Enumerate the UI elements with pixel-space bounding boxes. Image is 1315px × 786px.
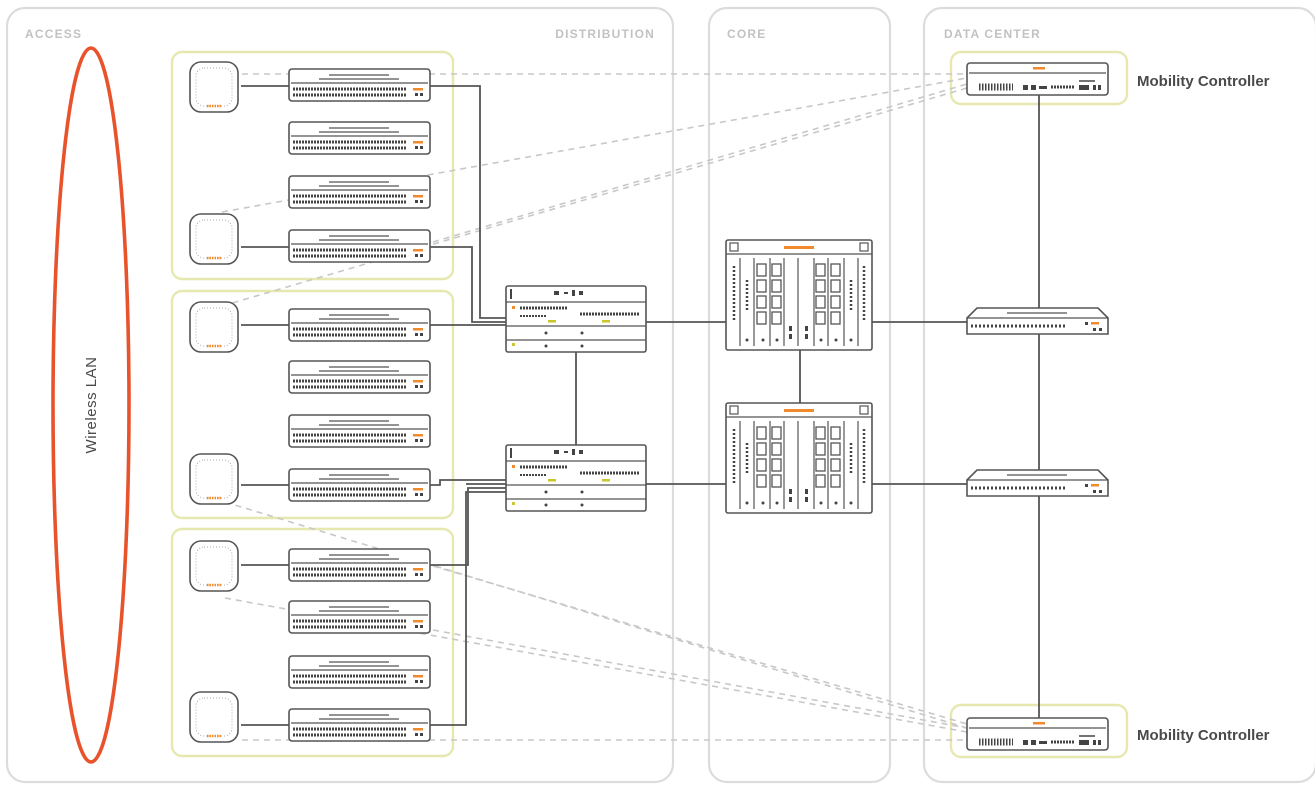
access-point-1	[188, 60, 240, 114]
mobility-controller-bottom	[967, 718, 1108, 750]
access-switch-7	[287, 413, 432, 449]
core-zone	[707, 6, 892, 784]
access-switch-9	[287, 547, 432, 583]
wired-links	[241, 85, 1040, 726]
wireless-lan-ellipse	[51, 46, 131, 764]
wireless-lan-label: Wireless LAN	[83, 357, 100, 454]
access-switch-2	[287, 120, 432, 156]
access-switch-1	[287, 67, 432, 103]
access-switch-10	[287, 599, 432, 635]
core-switch-2	[724, 401, 874, 515]
distribution-switch-1	[504, 284, 648, 354]
distribution-switch-2	[504, 443, 648, 513]
access-group-1	[170, 50, 455, 281]
zone-label-data-center: DATA CENTER	[944, 27, 1041, 41]
access-point-2	[188, 212, 240, 266]
access-point-5	[188, 539, 240, 593]
core-switch-1	[724, 238, 874, 352]
access-switch-6	[287, 359, 432, 395]
mobility-controller-label-bottom: Mobility Controller	[1137, 727, 1270, 744]
access-switch-5	[287, 307, 432, 343]
zone-label-distribution: DISTRIBUTION	[555, 27, 655, 41]
access-point-6	[188, 690, 240, 744]
zone-label-core: CORE	[727, 27, 766, 41]
zone-label-access: ACCESS	[25, 27, 82, 41]
access-switch-3	[287, 174, 432, 210]
access-switch-11	[287, 654, 432, 690]
data-center-switch-2	[965, 468, 1110, 498]
access-point-3	[188, 300, 240, 354]
access-switch-4	[287, 228, 432, 264]
mobility-controller-label-top: Mobility Controller	[1137, 73, 1270, 90]
mobility-controller-top	[967, 63, 1108, 95]
access-point-4	[188, 452, 240, 506]
data-center-zone	[922, 6, 1315, 784]
access-switch-12	[287, 707, 432, 743]
access-switch-8	[287, 467, 432, 503]
ap-controller-tunnels	[221, 73, 968, 741]
access-distribution-zone	[5, 6, 675, 784]
data-center-switch-1	[965, 306, 1110, 336]
access-group-2	[170, 289, 455, 520]
